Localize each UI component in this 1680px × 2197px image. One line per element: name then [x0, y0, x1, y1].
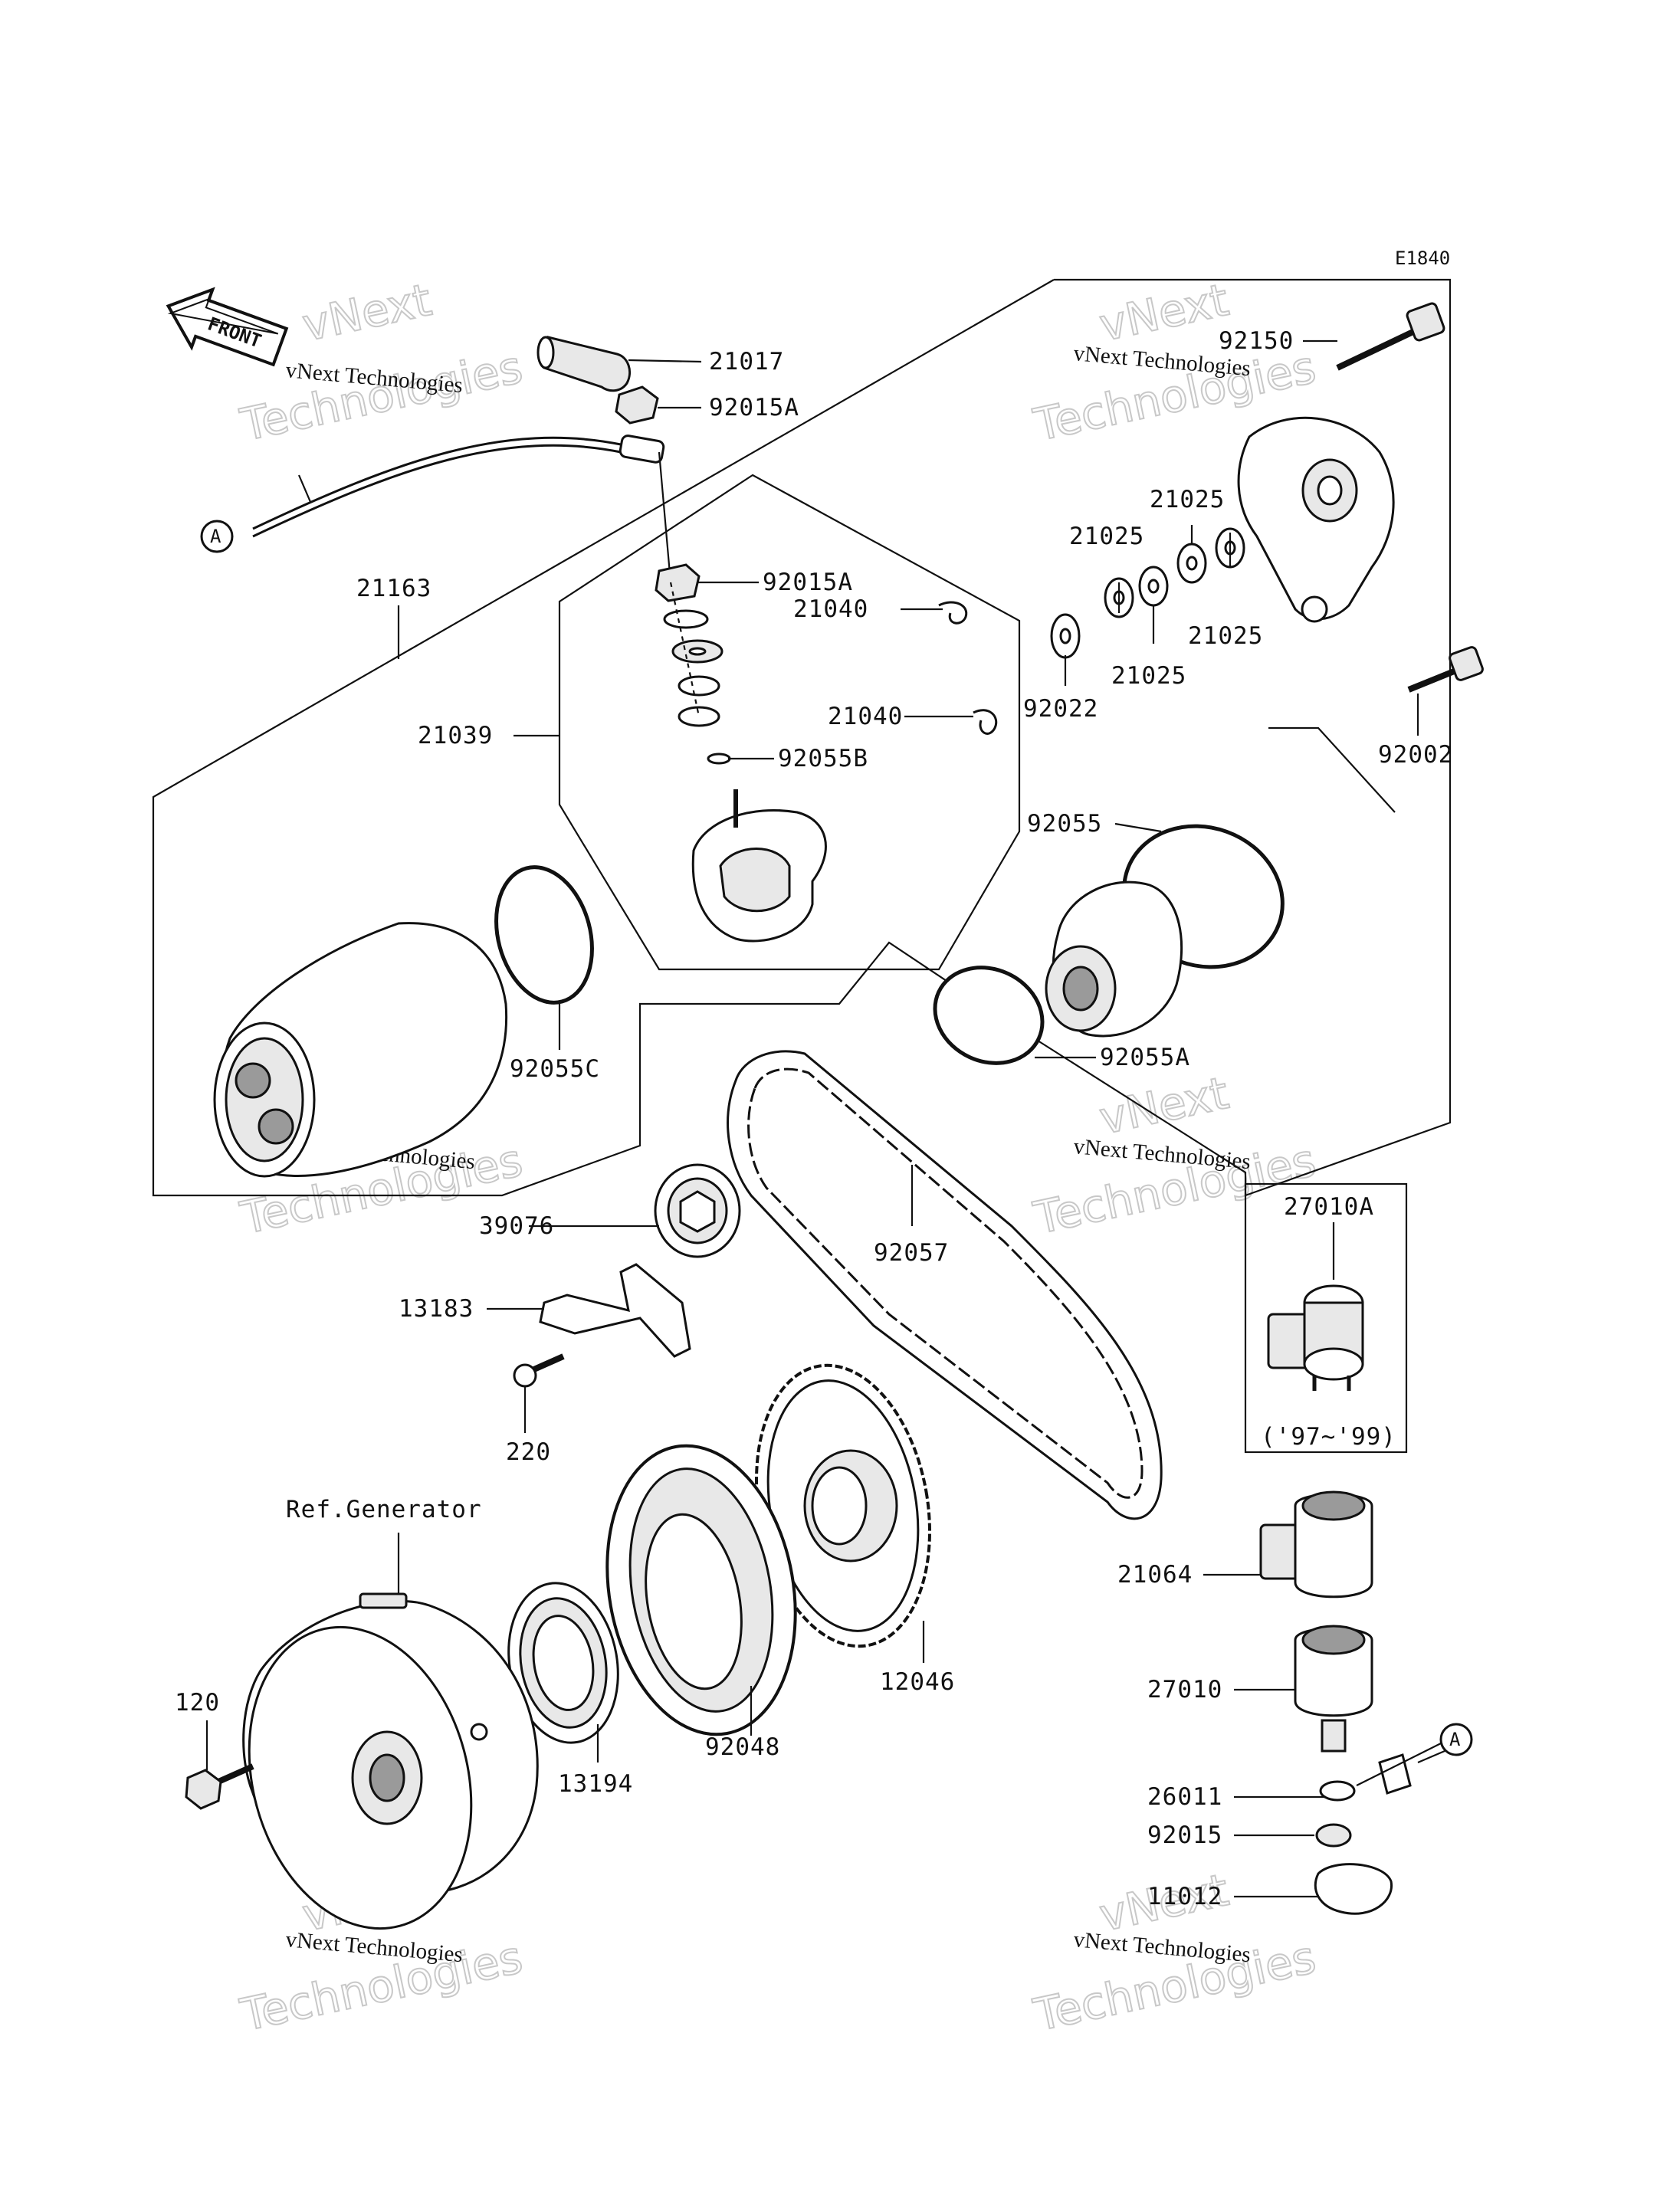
label-92022: 92022: [1023, 695, 1098, 723]
terminal-26011: [1319, 1749, 1445, 1802]
svg-text:vNext: vNext: [1095, 1067, 1233, 1145]
sprocket-12046: [755, 1363, 931, 1648]
label-39076: 39076: [479, 1212, 554, 1240]
brush-spring-21040-b: [973, 709, 998, 735]
front-arrow-icon: FRONT: [166, 287, 289, 367]
svg-text:A: A: [1449, 1729, 1461, 1750]
label-21039: 21039: [418, 722, 493, 749]
nut-92015A-top: [615, 385, 659, 425]
label-13183: 13183: [399, 1295, 474, 1323]
label-92015A-mid: 92015A: [763, 569, 853, 596]
label-26011: 26011: [1147, 1783, 1222, 1811]
end-cover: [1237, 416, 1395, 623]
motor-yoke: [213, 922, 508, 1178]
assembly-outline-21039: [558, 474, 1021, 971]
chain-92057: [727, 1050, 1163, 1520]
svg-text:Technologies: Technologies: [236, 341, 527, 451]
cable-boot-21017: [536, 336, 631, 392]
label-21040-a: 21040: [793, 595, 868, 623]
washer-92022: [1050, 613, 1081, 659]
label-21017: 21017: [709, 348, 784, 375]
label-13194: 13194: [558, 1770, 633, 1798]
brush-spring-21040-a: [938, 601, 968, 625]
o-ring-92055C: [494, 865, 594, 1005]
label-21025-a: 21025: [1150, 486, 1225, 513]
inset-27010A: [1244, 1182, 1408, 1454]
label-21025-c: 21025: [1188, 622, 1263, 650]
front-cover: [1045, 880, 1183, 1038]
one-way-clutch-13194: [507, 1582, 619, 1744]
connector-marker-a-left: A: [200, 520, 234, 553]
label-11012: 11012: [1147, 1883, 1222, 1910]
label-ref-generator: Ref.Generator: [286, 1496, 482, 1523]
label-21064: 21064: [1117, 1561, 1193, 1589]
svg-text:vNext: vNext: [298, 274, 436, 352]
label-21040-b: 21040: [828, 703, 903, 730]
label-21025-b: 21025: [1069, 523, 1144, 550]
bracket-13183: [539, 1263, 691, 1358]
label-92055C: 92055C: [510, 1055, 600, 1083]
svg-text:vNext Technologies: vNext Technologies: [1072, 1927, 1252, 1967]
label-92057: 92057: [874, 1239, 949, 1267]
o-ring-92055A: [933, 966, 1045, 1065]
label-92015A-top: 92015A: [709, 394, 799, 421]
inset-note: ('97~'99): [1261, 1423, 1396, 1451]
bolt-92002: [1407, 646, 1484, 693]
label-27010A: 27010A: [1284, 1193, 1374, 1221]
assembly-outline-21163: [152, 278, 1452, 1197]
label-27010: 27010: [1147, 1676, 1222, 1703]
clutch-housing-92048: [605, 1444, 797, 1736]
label-12046: 12046: [880, 1668, 955, 1696]
part-labels: 21017 92015A 92015A 21163 21040 21039 21…: [175, 327, 1453, 1910]
label-120: 120: [175, 1689, 220, 1717]
label-92015: 92015: [1147, 1822, 1222, 1849]
label-21163: 21163: [356, 575, 431, 602]
bolt-120: [185, 1763, 254, 1810]
brush-holder-plate: [691, 789, 827, 943]
connector-marker-a-right: A: [1439, 1723, 1473, 1756]
label-92055A: 92055A: [1100, 1044, 1190, 1071]
relay-21064: [1259, 1490, 1373, 1599]
label-92002: 92002: [1378, 741, 1453, 769]
screw-220: [513, 1353, 565, 1388]
generator-rotor: [242, 1592, 539, 1930]
label-92055: 92055: [1027, 810, 1102, 838]
washer-stack: [663, 582, 731, 765]
cap-11012: [1314, 1863, 1393, 1915]
watermark-mid-right: vNext Technologies vNext Technologies: [1029, 1066, 1321, 1245]
nut-92015: [1315, 1823, 1352, 1848]
label-92048: 92048: [705, 1733, 780, 1761]
label-92055B: 92055B: [778, 745, 868, 772]
diagram-code: E1840: [1395, 248, 1450, 269]
svg-text:vNext: vNext: [1095, 274, 1233, 352]
label-21025-d: 21025: [1111, 662, 1186, 690]
svg-text:A: A: [210, 526, 221, 547]
bolt-92150: [1336, 302, 1445, 371]
assembly-outline-21163-inner: [1268, 726, 1396, 813]
relay-27010A: [1267, 1284, 1364, 1391]
starter-cable: [252, 434, 672, 583]
relay-27010: [1294, 1625, 1373, 1753]
label-220: 220: [506, 1438, 551, 1466]
watermark-top-left: vNext Technologies vNext Technologies: [235, 273, 528, 452]
idler-gear-39076: [654, 1163, 741, 1258]
leader-lines: [205, 339, 1442, 1898]
label-92150: 92150: [1219, 327, 1294, 355]
nut-92015A-mid: [655, 563, 701, 602]
